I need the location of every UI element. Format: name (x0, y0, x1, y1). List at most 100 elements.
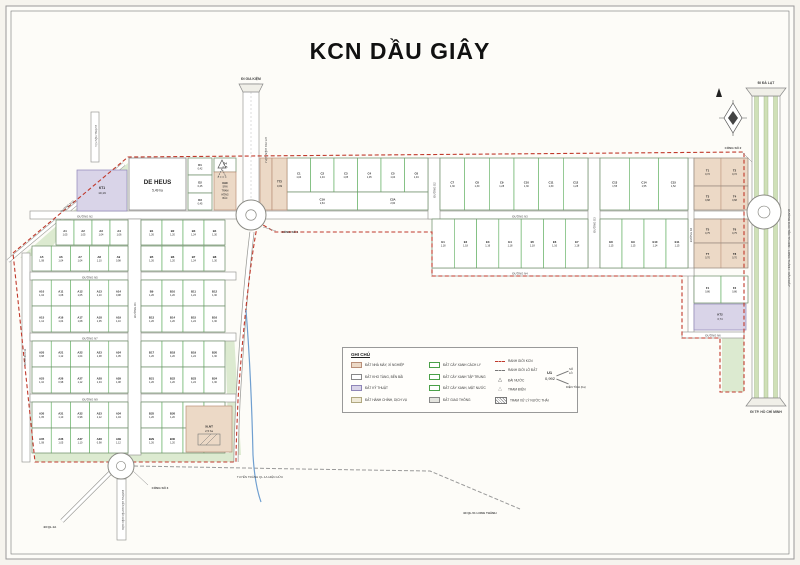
lot-code: C13 (612, 181, 618, 185)
lot-code: T3 (706, 195, 710, 199)
lot-code: A18 (97, 316, 103, 320)
label-road-n7: ĐƯỜNG N7 (82, 336, 98, 341)
lot-code: A15 (39, 316, 45, 320)
legend-label: RANH GIỚI LÔ ĐẤT (508, 368, 538, 373)
lot-code: A12 (77, 290, 83, 294)
lot-area: 0,98 (97, 441, 102, 444)
lot-area: 1,18 (530, 244, 535, 247)
lot-area: 0,86 (705, 290, 710, 293)
label-di-ql1a: ĐI QL.1A (44, 525, 58, 529)
legend-label: TRẠM ĐIỆN (508, 387, 526, 392)
label-gate2: CỔNG SỐ 2 (725, 145, 742, 150)
legend-row: ĐẤT CÂY XANH, MẶT NƯỚC (429, 385, 486, 397)
lot-code: T6 (733, 228, 737, 232)
lot-area: 1,15 (609, 244, 614, 247)
lot-code: E1 (441, 240, 445, 244)
lot-area: 1,04 (296, 176, 301, 179)
lot-code: C7 (451, 181, 455, 185)
lot-area: 1,16 (552, 244, 557, 247)
lot-code: C12 (573, 181, 579, 185)
lot-code: T1 (706, 169, 710, 173)
legend-label: ĐẤT CÂY XANH CÁCH LY (443, 362, 481, 367)
stream (245, 309, 262, 503)
lot-code: B15 (191, 316, 197, 320)
lot-area: 1,04 (320, 176, 325, 179)
lot-C8 (464, 157, 490, 211)
lot-code: B3 (192, 229, 196, 233)
lot-area: 1,24 (191, 259, 196, 262)
lot-code: B9 (150, 290, 154, 294)
lot-area: 1,05 (81, 233, 86, 236)
lot-area: 1,26 (149, 320, 154, 323)
lot-code: T8 (733, 252, 737, 256)
sheet-frame-inner (10, 10, 790, 555)
label-road-d3: ĐƯỜNG D3 (592, 217, 597, 233)
lot-area: 0,98 (116, 294, 121, 297)
compass-star-inner (728, 111, 738, 125)
lot-area: 1,04 (58, 320, 63, 323)
legend-label: ĐẤT KỸ THUẬT (365, 385, 388, 390)
lot-code: T5 (706, 228, 710, 232)
lot-code: A13 (97, 290, 103, 294)
legend-swatch-green (429, 373, 440, 380)
lot-area: 1,30 (212, 259, 217, 262)
lot-area: 1,30 (475, 185, 480, 188)
lot-area: 1,30 (450, 185, 455, 188)
lot-code: E2 (464, 240, 468, 244)
label-road-n5: ĐƯỜNG N5 (82, 275, 98, 280)
road-d1 (127, 218, 142, 456)
lot-C9 (489, 157, 515, 211)
block-outline (140, 245, 226, 272)
lot-area: 1,28 (499, 185, 504, 188)
lot-tt2 (271, 157, 288, 211)
lot-code: A20 (39, 351, 45, 355)
lot-code: A29 (116, 377, 122, 381)
lot-code: A35 (39, 437, 45, 441)
lot-area: 1,18 (574, 244, 579, 247)
lot-code: A7 (78, 255, 82, 259)
lot-code: B21 (149, 377, 155, 381)
lot-code: A37 (77, 437, 83, 441)
lot-T5 (693, 218, 722, 244)
lot-C12 (563, 157, 589, 211)
lot-code: B22 (170, 377, 176, 381)
lot-code: E3 (486, 240, 490, 244)
lot-code: E9 (631, 240, 635, 244)
lot-area: 1,05 (97, 320, 102, 323)
lot-area: 1,04 (116, 416, 121, 419)
lot-code: A27 (77, 377, 83, 381)
lot-code: C10 (524, 181, 530, 185)
lot-area: 1,10 (39, 381, 44, 384)
block-outline (140, 366, 226, 394)
lot-area: 1,26 (149, 233, 154, 236)
legend-label: ĐẤT CÂY XANH TẬP TRUNG (443, 374, 486, 379)
block-outline (439, 157, 589, 211)
legend-label: ĐẤT NHÀ MÁY, XÍ NGHIỆP (365, 362, 405, 367)
lot-area: 1,04 (58, 259, 63, 262)
lot-kt1-label: 10,19 (98, 191, 106, 195)
block-outline (187, 192, 213, 211)
lot-code: A10 (39, 290, 45, 294)
wwtp-symbol-hatch (199, 433, 218, 446)
lot-area: 1,16 (485, 244, 490, 247)
legend-row: ĐẤT GIAO THÔNG (429, 396, 486, 409)
lot-area: 1,04 (39, 294, 44, 297)
block-outline (693, 275, 749, 304)
lot-area: 1,15 (675, 244, 680, 247)
lot-kho-hong-bac (213, 171, 237, 211)
lot-code: A17 (77, 316, 83, 320)
lot-code: B12 (212, 290, 218, 294)
lot-kho-hong-bac-label: TRẠM (222, 190, 229, 193)
label-road-stub: ĐƯỜNG HIỆN HỮU (94, 125, 97, 147)
road-dt769 (242, 83, 260, 212)
label-di-ql51: ĐI QL.51 LONG THÀNH (463, 510, 496, 515)
lot-code: B30 (170, 437, 176, 441)
lot-area: 1,26 (149, 416, 154, 419)
lot-code: A21 (58, 351, 64, 355)
lot-area: 1,12 (116, 441, 121, 444)
block-outline (140, 219, 226, 246)
legend-swatch-road (429, 396, 440, 403)
block-outline (693, 185, 749, 211)
lot-de-heus-label: DE HEUS (144, 179, 172, 186)
